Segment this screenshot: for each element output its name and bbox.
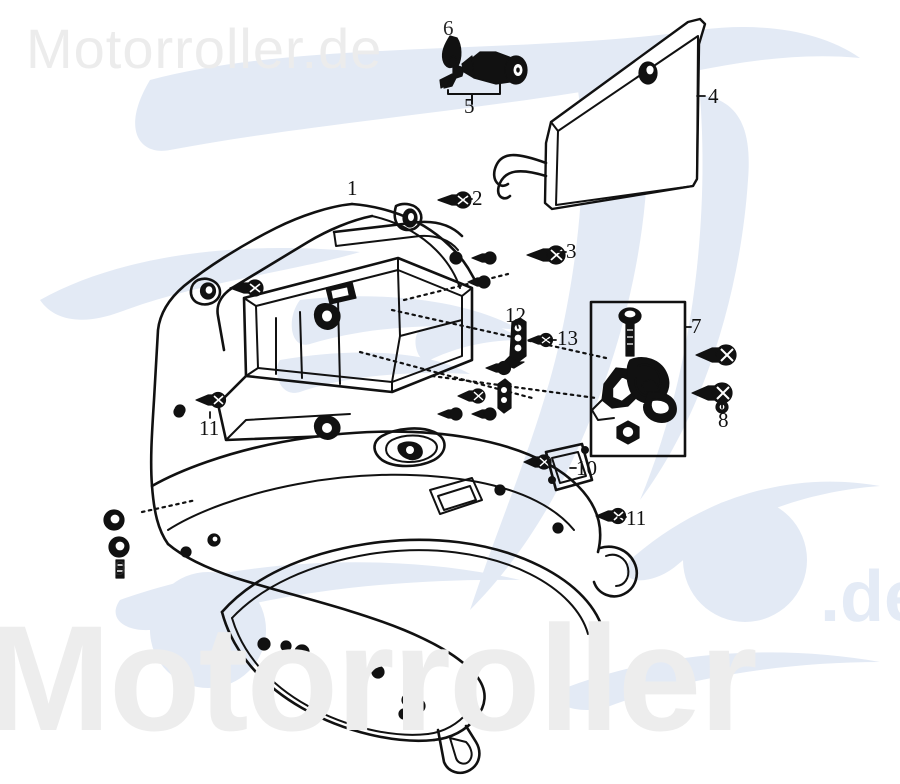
callout-13: 13 bbox=[557, 326, 578, 350]
callout-9: 9 bbox=[115, 556, 126, 580]
callout-12: 12 bbox=[505, 303, 526, 327]
callout-2: 2 bbox=[472, 186, 483, 210]
part-10-gasket-plate bbox=[544, 442, 594, 492]
fastener-group bbox=[195, 191, 737, 525]
callout-8: 8 bbox=[718, 408, 729, 432]
callout-1: 1 bbox=[347, 176, 358, 200]
lower-body-legshield-panel bbox=[150, 404, 638, 775]
part-5-lock-cylinder bbox=[447, 51, 528, 105]
part-6-key bbox=[439, 35, 465, 89]
callout-3: 3 bbox=[566, 239, 577, 263]
watermark-bottom: Motorroller bbox=[0, 594, 758, 762]
callout-10: 10 bbox=[576, 456, 597, 480]
callout-7: 7 bbox=[691, 314, 702, 338]
callout-11-right: 11 bbox=[626, 506, 647, 530]
watermark-de: .de bbox=[820, 557, 900, 637]
watermark-top: Motorroller.de bbox=[26, 17, 383, 80]
callout-11-left: 11 bbox=[199, 416, 220, 440]
callout-5: 5 bbox=[464, 94, 475, 118]
part-8-screws bbox=[695, 344, 737, 366]
callout-6: 6 bbox=[443, 16, 454, 40]
part-7-detail-box bbox=[589, 300, 692, 458]
callout-4: 4 bbox=[708, 84, 719, 108]
part-4-lid-cover-panel bbox=[492, 17, 707, 211]
